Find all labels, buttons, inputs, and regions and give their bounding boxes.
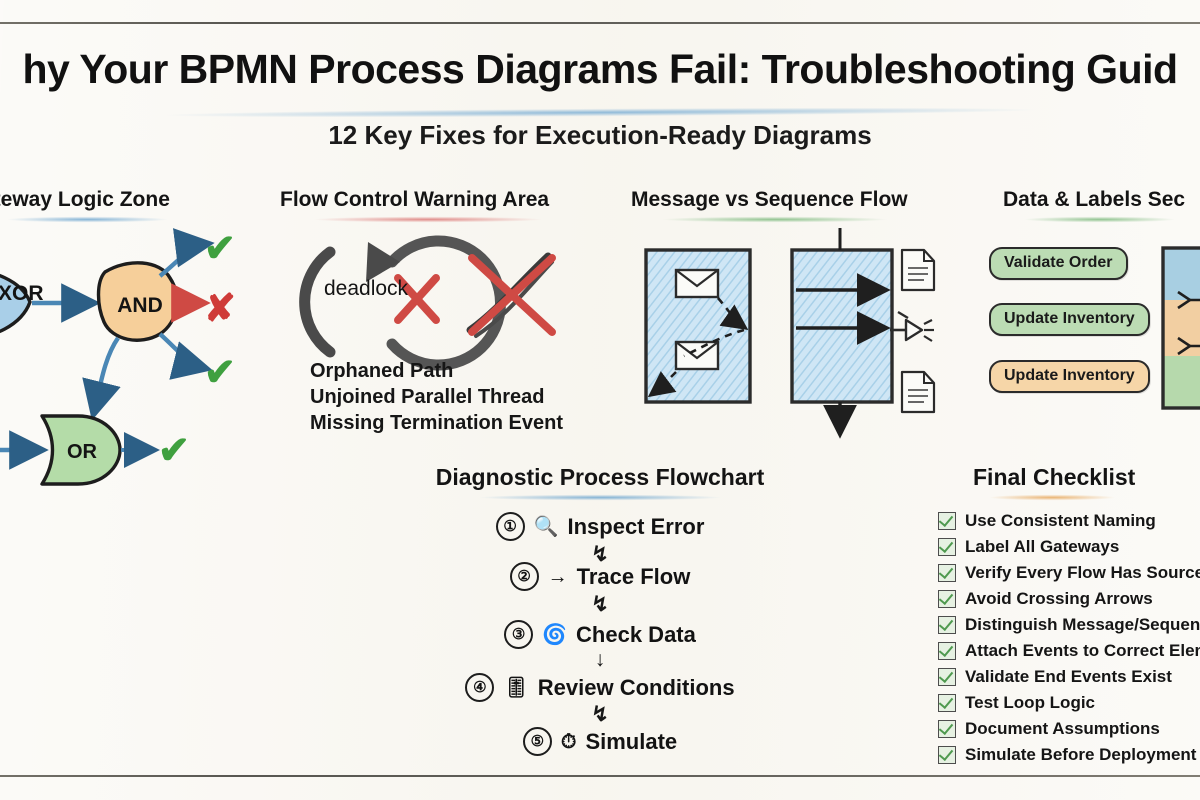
step-label-2: Trace Flow	[576, 563, 691, 589]
flow-connector-3: ↓	[594, 648, 606, 671]
checkbox-icon[interactable]	[938, 668, 956, 686]
warning-item: Orphaned Path	[310, 360, 454, 382]
step-number-5: ⑤	[522, 727, 552, 756]
section-heading-gateway: ateway Logic Zone	[0, 188, 170, 211]
checklist-item-9[interactable]: Document Assumptions	[938, 719, 1160, 739]
frame-bottom-rule	[0, 775, 1200, 777]
checklist-item-5[interactable]: Distinguish Message/Sequence	[938, 615, 1200, 635]
flow-control-warning-list: Orphaned Path Unjoined Parallel Thread M…	[310, 358, 563, 436]
checklist-item-10[interactable]: Simulate Before Deployment	[938, 745, 1196, 765]
flowchart-step-5: ⑤ ⏱ Simulate	[0, 727, 1200, 756]
step-label-5: Simulate	[585, 728, 678, 754]
flowchart-step-1: ① 🔍 Inspect Error	[0, 512, 1200, 541]
warning-item: Unjoined Parallel Thread	[310, 386, 545, 408]
flowchart-step-2: ② → Trace Flow	[0, 562, 1200, 591]
checkbox-icon[interactable]	[938, 694, 956, 712]
cycle-icon: 🌀	[542, 623, 568, 646]
step-label-1: Inspect Error	[567, 513, 705, 539]
flow-connector-2: ↯	[591, 593, 609, 616]
step-label-4: Review Conditions	[537, 674, 735, 700]
section-rule-data-labels	[999, 216, 1200, 223]
checklist-label: Verify Every Flow Has Source &	[965, 563, 1200, 582]
checklist-label: Avoid Crossing Arrows	[965, 589, 1153, 608]
warning-item: Missing Termination Event	[310, 412, 563, 434]
checklist-label: Attach Events to Correct Elem	[965, 641, 1200, 660]
section-heading-checklist: Final Checklist	[973, 464, 1136, 490]
checkbox-icon[interactable]	[938, 512, 956, 530]
checkbox-icon[interactable]	[938, 746, 956, 764]
flowchart-step-3: ③ 🌀 Check Data	[0, 620, 1200, 649]
timer-icon: ⏱	[560, 730, 577, 753]
flowchart-step-4: ④ 🎚 Review Conditions	[0, 673, 1200, 702]
flow-connector-4: ↯	[591, 703, 609, 726]
checkbox-icon[interactable]	[938, 616, 956, 634]
checklist-item-7[interactable]: Validate End Events Exist	[938, 667, 1172, 687]
step-number-1: ①	[495, 512, 525, 541]
task-pill-update-inventory-2[interactable]: Update Inventory	[989, 360, 1150, 393]
frame-top-rule	[0, 22, 1200, 24]
deadlock-label: deadlock	[324, 277, 409, 300]
gateway-node-label-xor: XOR	[0, 282, 44, 305]
arrow-right-icon: →	[547, 565, 568, 588]
sliders-icon: 🎚	[503, 676, 529, 699]
step-number-2: ②	[509, 562, 539, 591]
checklist-item-2[interactable]: Label All Gateways	[938, 537, 1119, 557]
checklist-label: Simulate Before Deployment	[965, 745, 1197, 764]
page-title: hy Your BPMN Process Diagrams Fail: Trou…	[22, 46, 1178, 92]
checklist-label: Label All Gateways	[965, 537, 1120, 556]
section-rule-flow-control	[276, 216, 580, 223]
checklist-item-4[interactable]: Avoid Crossing Arrows	[938, 589, 1153, 609]
flow-connector-1: ↯	[591, 543, 609, 566]
checkbox-icon[interactable]	[938, 642, 956, 660]
checkbox-icon[interactable]	[938, 538, 956, 556]
task-pill-update-inventory-1[interactable]: Update Inventory	[989, 303, 1150, 336]
gateway-marker-cross: ✘	[204, 288, 236, 330]
checklist-label: Document Assumptions	[965, 719, 1160, 738]
checkbox-icon[interactable]	[938, 590, 956, 608]
gateway-marker-check-2: ✔	[204, 352, 236, 394]
section-rule-gateway	[0, 216, 195, 223]
checklist-item-8[interactable]: Test Loop Logic	[938, 693, 1095, 713]
search-icon: 🔍	[533, 515, 559, 538]
section-heading-data-labels: Data & Labels Sec	[1003, 188, 1186, 211]
gateway-marker-check-1: ✔	[204, 228, 236, 270]
section-rule-message-sequence	[625, 216, 925, 223]
checklist-label: Validate End Events Exist	[965, 667, 1172, 686]
checklist-item-6[interactable]: Attach Events to Correct Elem	[938, 641, 1200, 661]
section-heading-message-sequence: Message vs Sequence Flow	[631, 188, 908, 211]
task-pill-validate-order[interactable]: Validate Order	[989, 247, 1128, 280]
step-number-4: ④	[465, 673, 495, 702]
checkbox-icon[interactable]	[938, 564, 956, 582]
step-number-3: ③	[504, 620, 534, 649]
checklist-label: Use Consistent Naming	[965, 511, 1156, 530]
step-label-3: Check Data	[576, 621, 696, 647]
checklist-item-1[interactable]: Use Consistent Naming	[938, 511, 1156, 531]
page-subtitle: 12 Key Fixes for Execution-Ready Diagram…	[328, 120, 872, 150]
gateway-marker-check-3: ✔	[158, 430, 190, 472]
checklist-label: Distinguish Message/Sequence	[965, 615, 1200, 634]
section-heading-flow-control: Flow Control Warning Area	[280, 188, 550, 211]
section-heading-flowchart: Diagnostic Process Flowchart	[435, 464, 765, 490]
checkbox-icon[interactable]	[938, 720, 956, 738]
section-rule-checklist	[968, 494, 1136, 501]
checklist-item-3[interactable]: Verify Every Flow Has Source &	[938, 563, 1200, 583]
checklist-label: Test Loop Logic	[965, 693, 1096, 712]
section-rule-flowchart	[438, 494, 763, 501]
